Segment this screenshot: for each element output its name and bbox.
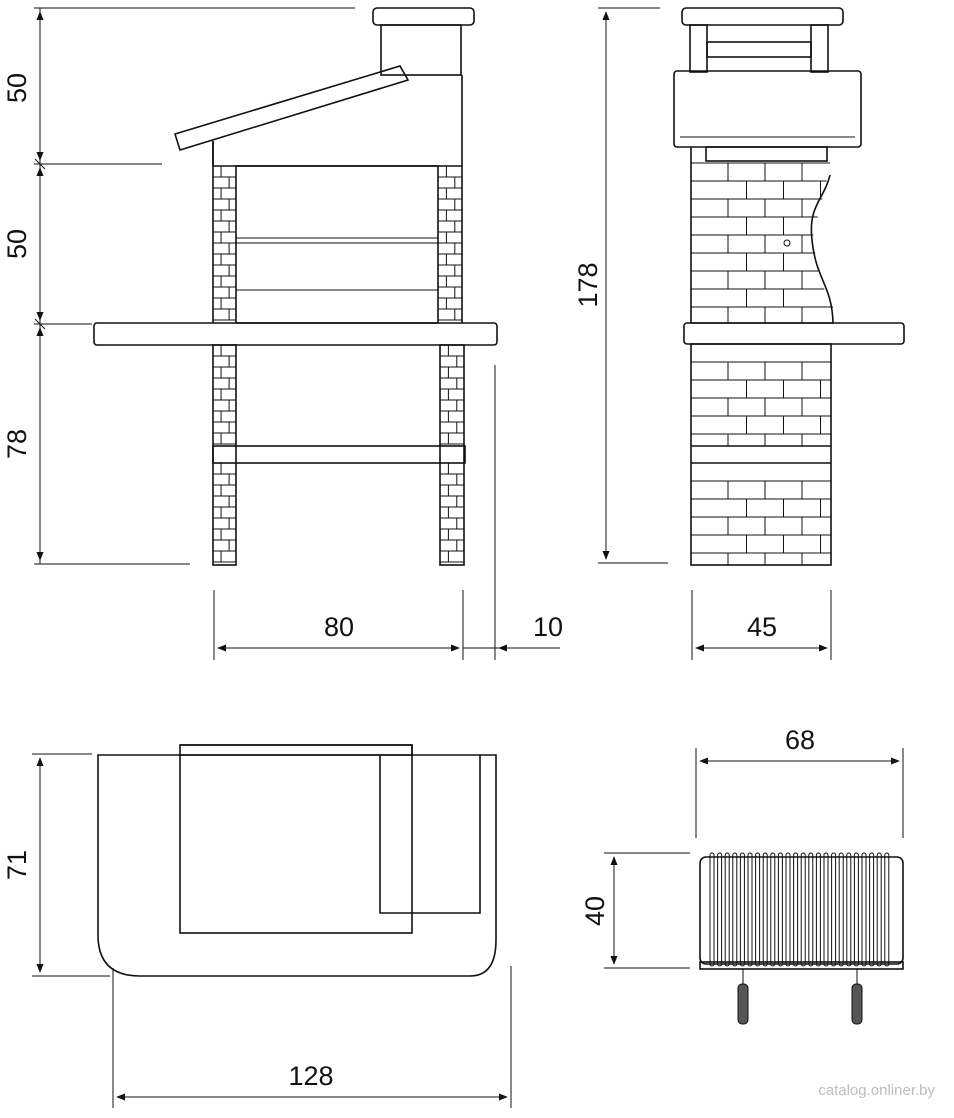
grill-bar xyxy=(808,852,814,967)
plan-dimensions: 71 128 xyxy=(2,753,512,1108)
grill-bar xyxy=(793,852,799,967)
grill-bar xyxy=(815,852,821,967)
side-dimensions: 178 45 xyxy=(573,7,832,660)
grill-bar xyxy=(823,852,829,967)
front-upper-bricks xyxy=(213,166,462,321)
grill-bar xyxy=(853,852,859,967)
grill-bar xyxy=(800,852,806,967)
dim-front-height-middle: 50 xyxy=(2,229,32,259)
grill-bar xyxy=(709,852,715,967)
watermark: catalog.onliner.by xyxy=(818,1082,935,1099)
grill-bar xyxy=(785,852,791,967)
grill-handle-right xyxy=(851,983,863,1025)
dim-plan-width: 128 xyxy=(288,1061,333,1091)
dim-front-height-top: 50 xyxy=(2,73,32,103)
grill-bars xyxy=(709,852,890,967)
grill-bar xyxy=(747,852,753,967)
grill-bar xyxy=(869,852,875,967)
dim-grill-width: 68 xyxy=(785,725,815,755)
grill-bar xyxy=(876,852,882,967)
side-view xyxy=(673,7,905,566)
dim-side-total-height: 178 xyxy=(573,262,603,307)
grill-bar xyxy=(846,852,852,967)
grill-bar xyxy=(770,852,776,967)
front-lower-bricks xyxy=(213,345,464,563)
grill-bar xyxy=(884,852,890,967)
grill-handle-left xyxy=(737,983,749,1025)
dim-side-depth: 45 xyxy=(747,612,777,642)
grill-bar xyxy=(732,852,738,967)
grill-bar xyxy=(717,852,723,967)
grill-bar xyxy=(838,852,844,967)
grill-bar xyxy=(831,852,837,967)
side-lower-bricks xyxy=(691,361,831,565)
grill-bar xyxy=(755,852,761,967)
grill-bar xyxy=(861,852,867,967)
side-upper-bricks xyxy=(691,162,833,323)
front-view xyxy=(93,7,498,566)
grill-dimensions: 68 40 xyxy=(580,725,904,969)
grill-bar xyxy=(724,852,730,967)
dim-plan-depth: 71 xyxy=(2,850,32,880)
grill-bar xyxy=(777,852,783,967)
grill-bar xyxy=(762,852,768,967)
dim-front-width: 80 xyxy=(324,612,354,642)
grill-bar xyxy=(739,852,745,967)
dim-front-height-bottom: 78 xyxy=(2,429,32,459)
front-height-dimensions: 50 50 78 xyxy=(2,7,355,565)
front-width-dimensions: 80 10 xyxy=(213,365,563,660)
grill-grate xyxy=(699,852,904,1025)
plan-view xyxy=(97,744,497,977)
dim-front-overhang: 10 xyxy=(533,612,563,642)
dim-grill-depth: 40 xyxy=(580,896,610,926)
